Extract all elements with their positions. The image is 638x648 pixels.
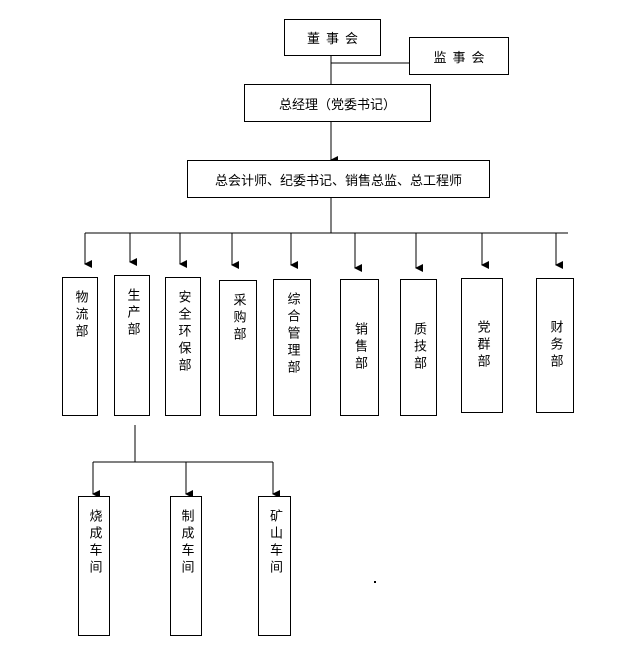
dept-quality-tech-label: 质技部 (411, 322, 426, 373)
general-manager-label: 总经理（党委书记） (278, 97, 396, 113)
dept-party-mass: 党群部 (461, 278, 503, 413)
dept-general-admin: 综合管理部 (273, 279, 311, 416)
workshop-firing-label: 烧成车间 (86, 509, 102, 577)
dept-safety-env-label: 安全环保部 (175, 290, 191, 375)
dept-procurement-label: 采购部 (230, 293, 246, 344)
supervisors-label: 监事会 (433, 50, 491, 66)
workshop-finishing: 制成车间 (170, 496, 202, 636)
board-label: 董事会 (306, 32, 364, 47)
dept-sales: 销售部 (340, 279, 379, 416)
general-manager-box: 总经理（党委书记） (244, 84, 431, 122)
dept-production: 生产部 (114, 275, 150, 416)
dept-logistics-label: 物流部 (72, 290, 88, 341)
workshop-mine-label: 矿山车间 (267, 509, 282, 577)
dept-party-mass-label: 党群部 (474, 320, 490, 371)
dept-finance: 财务部 (536, 278, 574, 413)
dept-quality-tech: 质技部 (400, 279, 437, 416)
dept-production-label: 生产部 (124, 288, 140, 339)
stray-dot (374, 581, 376, 583)
workshop-finishing-label: 制成车间 (178, 509, 194, 577)
dept-logistics: 物流部 (62, 277, 98, 416)
workshop-mine: 矿山车间 (258, 496, 291, 636)
dept-general-admin-label: 综合管理部 (284, 292, 300, 377)
workshop-firing: 烧成车间 (78, 496, 110, 636)
supervisors-box: 监事会 (409, 37, 509, 75)
executives-label: 总会计师、纪委书记、销售总监、总工程师 (214, 173, 462, 189)
dept-sales-label: 销售部 (352, 322, 367, 373)
board-box: 董事会 (284, 19, 381, 56)
dept-finance-label: 财务部 (547, 320, 563, 371)
dept-safety-env: 安全环保部 (165, 277, 201, 416)
executives-box: 总会计师、纪委书记、销售总监、总工程师 (187, 160, 490, 198)
dept-procurement: 采购部 (219, 280, 257, 416)
